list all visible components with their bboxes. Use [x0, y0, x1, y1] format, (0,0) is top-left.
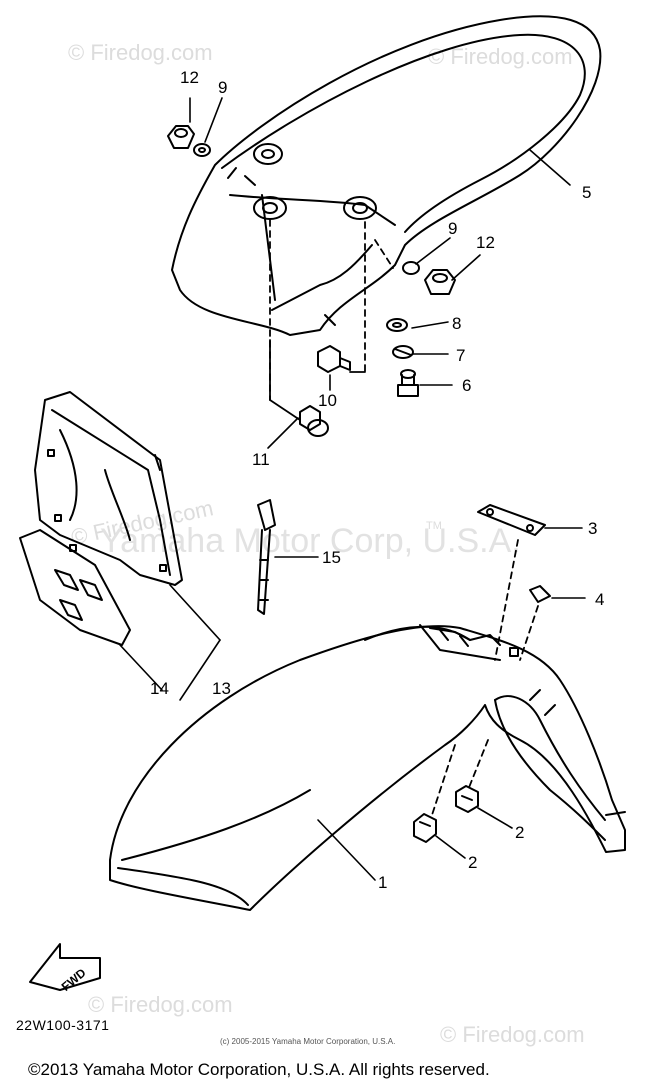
- bolt-2-lower: [413, 813, 437, 843]
- rear-fender: [171, 15, 602, 336]
- fwd-arrow-icon: [29, 943, 101, 991]
- bolt-11: [299, 405, 329, 437]
- callout-14: 14: [150, 679, 169, 698]
- callout-9-left: 9: [218, 78, 227, 97]
- callout-3: 3: [588, 519, 597, 538]
- nut-12-right: [424, 269, 456, 295]
- callout-15: 15: [322, 548, 341, 567]
- callout-4: 4: [595, 590, 604, 609]
- front-fender: [109, 624, 626, 911]
- watermark-top-left: © Firedog.com: [68, 40, 213, 65]
- clip-4: [529, 585, 551, 603]
- callout-11: 11: [252, 450, 270, 469]
- diagram-code: 22W100-3171: [16, 1017, 110, 1033]
- callout-8: 8: [452, 314, 461, 333]
- bolt-2-upper: [455, 785, 479, 813]
- watermark-tm: TM: [426, 520, 442, 532]
- fwd-label: FWD: [59, 965, 89, 994]
- callout-12-left: 12: [180, 68, 199, 87]
- cable-tie-15: [257, 499, 276, 615]
- callout-7: 7: [456, 346, 465, 365]
- watermark-yamaha: Yamaha Motor Corp, U.S.A.: [100, 522, 521, 560]
- bolt-10: [317, 345, 351, 373]
- callout-10: 10: [318, 391, 337, 410]
- callout-2-right: 2: [515, 823, 524, 842]
- watermark-bottom-left: © Firedog.com: [88, 992, 233, 1017]
- callout-9-right: 9: [448, 219, 457, 238]
- washer-9-right: [402, 261, 420, 275]
- callout-1: 1: [378, 873, 387, 892]
- plate-14: [19, 529, 131, 646]
- watermark-bottom-right: © Firedog.com: [440, 1022, 585, 1047]
- side-cover-13: [34, 391, 183, 586]
- callout-6: 6: [462, 376, 471, 395]
- washer-8: [386, 318, 408, 332]
- callout-13: 13: [212, 679, 231, 698]
- lock-washer-7: [392, 345, 414, 359]
- small-copyright: (c) 2005-2015 Yamaha Motor Corporation, …: [220, 1037, 396, 1046]
- copyright-notice: ©2013 Yamaha Motor Corporation, U.S.A. A…: [28, 1060, 490, 1079]
- callout-5: 5: [582, 183, 591, 202]
- bolt-6: [397, 369, 419, 397]
- stay-bracket-3: [477, 504, 546, 536]
- callout-labels: 1 2 2 3 4 5 6 7 8 9 9 10 11 12 12 13 14 …: [59, 68, 605, 994]
- callout-2-lower: 2: [468, 853, 477, 872]
- callout-12-right: 12: [476, 233, 495, 252]
- nut-12-left: [167, 125, 195, 149]
- washer-9-left: [193, 143, 211, 157]
